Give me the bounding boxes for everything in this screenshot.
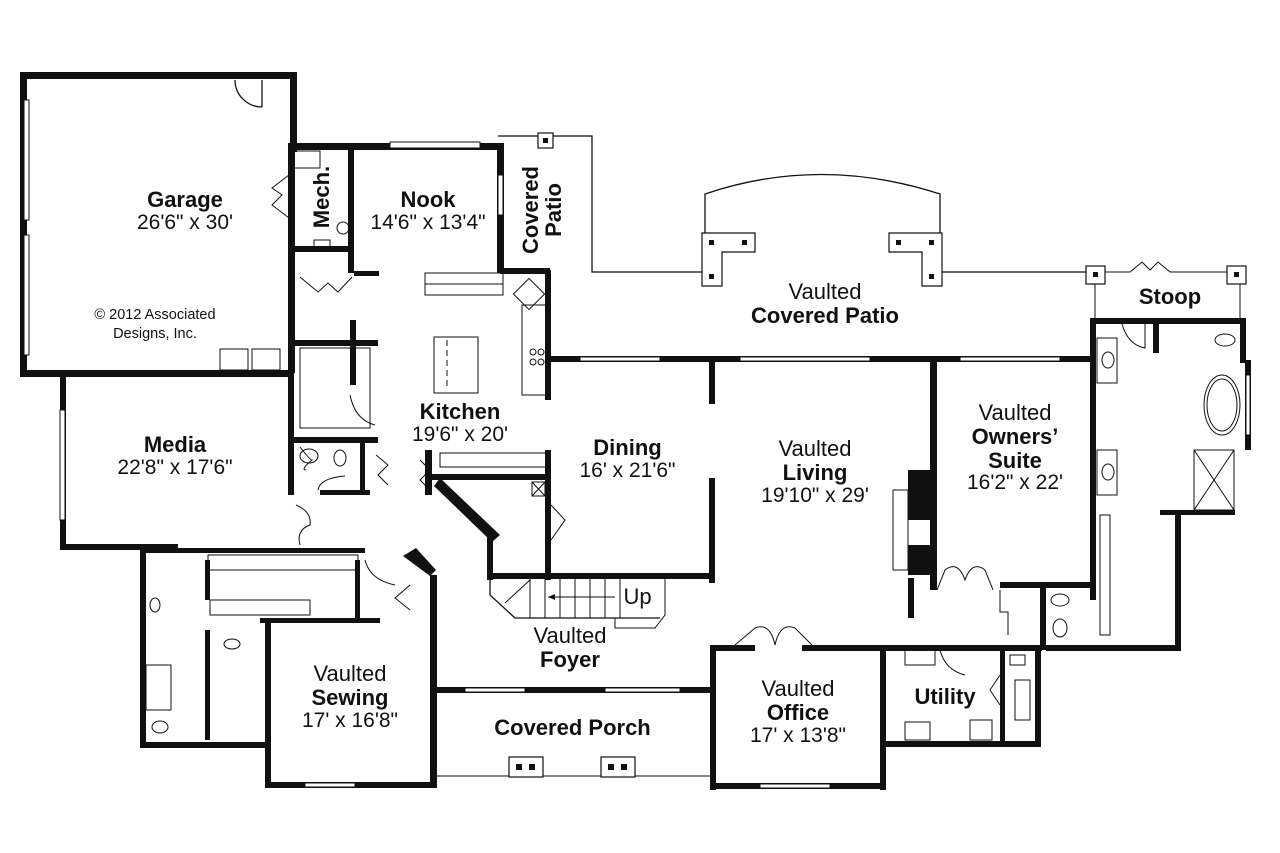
living-walls <box>709 362 994 618</box>
covered-porch-label: Covered Porch <box>465 716 680 740</box>
stoop-label: Stoop <box>1115 285 1225 309</box>
room-prefix: Vaulted <box>313 661 387 686</box>
patio-outline <box>498 132 1090 287</box>
nook-label: Nook 14'6" x 13'4" <box>358 188 498 234</box>
dining-label: Dining 16' x 21'6" <box>560 436 695 482</box>
mech-room-walls <box>271 143 500 373</box>
room-prefix: Vaulted <box>788 279 862 304</box>
nook-walls <box>389 141 550 296</box>
room-name: Dining <box>593 435 662 460</box>
mech-label: Mech. <box>309 165 334 229</box>
foyer-label: Vaulted Foyer <box>510 624 630 672</box>
room-name: Sewing <box>311 684 389 710</box>
garage-walls <box>20 72 297 377</box>
staircase <box>487 573 712 629</box>
room-name: Covered Patio <box>751 302 899 328</box>
owners-suite-label: Vaulted Owners’ Suite 16'2" x 22' <box>950 401 1080 495</box>
porch-walls <box>432 687 712 778</box>
room-name: Office <box>766 699 830 725</box>
room-name: Living <box>782 459 848 485</box>
vaulted-covered-patio-label: Vaulted Covered Patio <box>720 280 930 328</box>
room-dimensions: 22'8" x 17'6" <box>117 455 233 479</box>
office-utility-walls <box>710 626 1042 790</box>
sewing-label: Vaulted Sewing 17' x 16'8" <box>280 662 420 732</box>
room-name: Kitchen <box>419 399 501 424</box>
room-name: Utility <box>914 684 976 709</box>
room-dimensions: 16' x 21'6" <box>579 458 676 482</box>
room-prefix: Vaulted <box>978 400 1052 425</box>
copyright-notice: © 2012 Associated Designs, Inc. <box>70 306 240 344</box>
kitchen-label: Kitchen 19'6" x 20' <box>395 400 525 446</box>
office-label: Vaulted Office 17' x 13'8" <box>733 677 863 747</box>
left-service-walls <box>59 270 389 550</box>
copyright-line-2: Designs, Inc. <box>113 325 197 342</box>
room-dimensions: 26'6" x 30' <box>136 210 234 234</box>
media-label: Media 22'8" x 17'6" <box>95 433 255 479</box>
copyright-line-1: © 2012 Associated <box>94 307 216 323</box>
room-name: Covered Porch <box>494 715 651 740</box>
room-prefix: Vaulted <box>778 436 852 461</box>
room-dimensions: 17' x 13'8" <box>749 723 847 747</box>
kitchen-walls <box>419 270 1090 580</box>
room-dimensions: 19'6" x 20' <box>411 422 509 446</box>
garage-label: Garage 26'6" x 30' <box>100 188 270 234</box>
lower-left-walls <box>140 548 437 788</box>
room-name-line-1: Owners’ <box>971 423 1059 449</box>
room-name-line-2: Suite <box>988 447 1042 473</box>
utility-label: Utility <box>900 685 990 709</box>
room-dimensions: 19'10" x 29' <box>761 483 869 507</box>
room-dimensions: 14'6" x 13'4" <box>370 210 486 234</box>
room-dimensions: 16'2" x 22' <box>966 471 1064 495</box>
room-name: Foyer <box>540 646 600 672</box>
stoop-outline <box>1085 261 1247 320</box>
room-dimensions: 17' x 16'8" <box>301 708 399 732</box>
room-name: Media <box>143 432 207 457</box>
room-name: Garage <box>147 187 223 212</box>
living-label: Vaulted Living 19'10" x 29' <box>740 437 890 507</box>
stairs-up-label: Up <box>623 584 652 609</box>
owners-suite-walls <box>999 318 1251 651</box>
room-prefix: Vaulted <box>761 676 835 701</box>
room-name: Nook <box>400 187 456 212</box>
covered-patio-side-label: Covered Patio <box>518 165 567 255</box>
room-prefix: Vaulted <box>533 623 607 648</box>
room-name: Stoop <box>1138 284 1202 309</box>
